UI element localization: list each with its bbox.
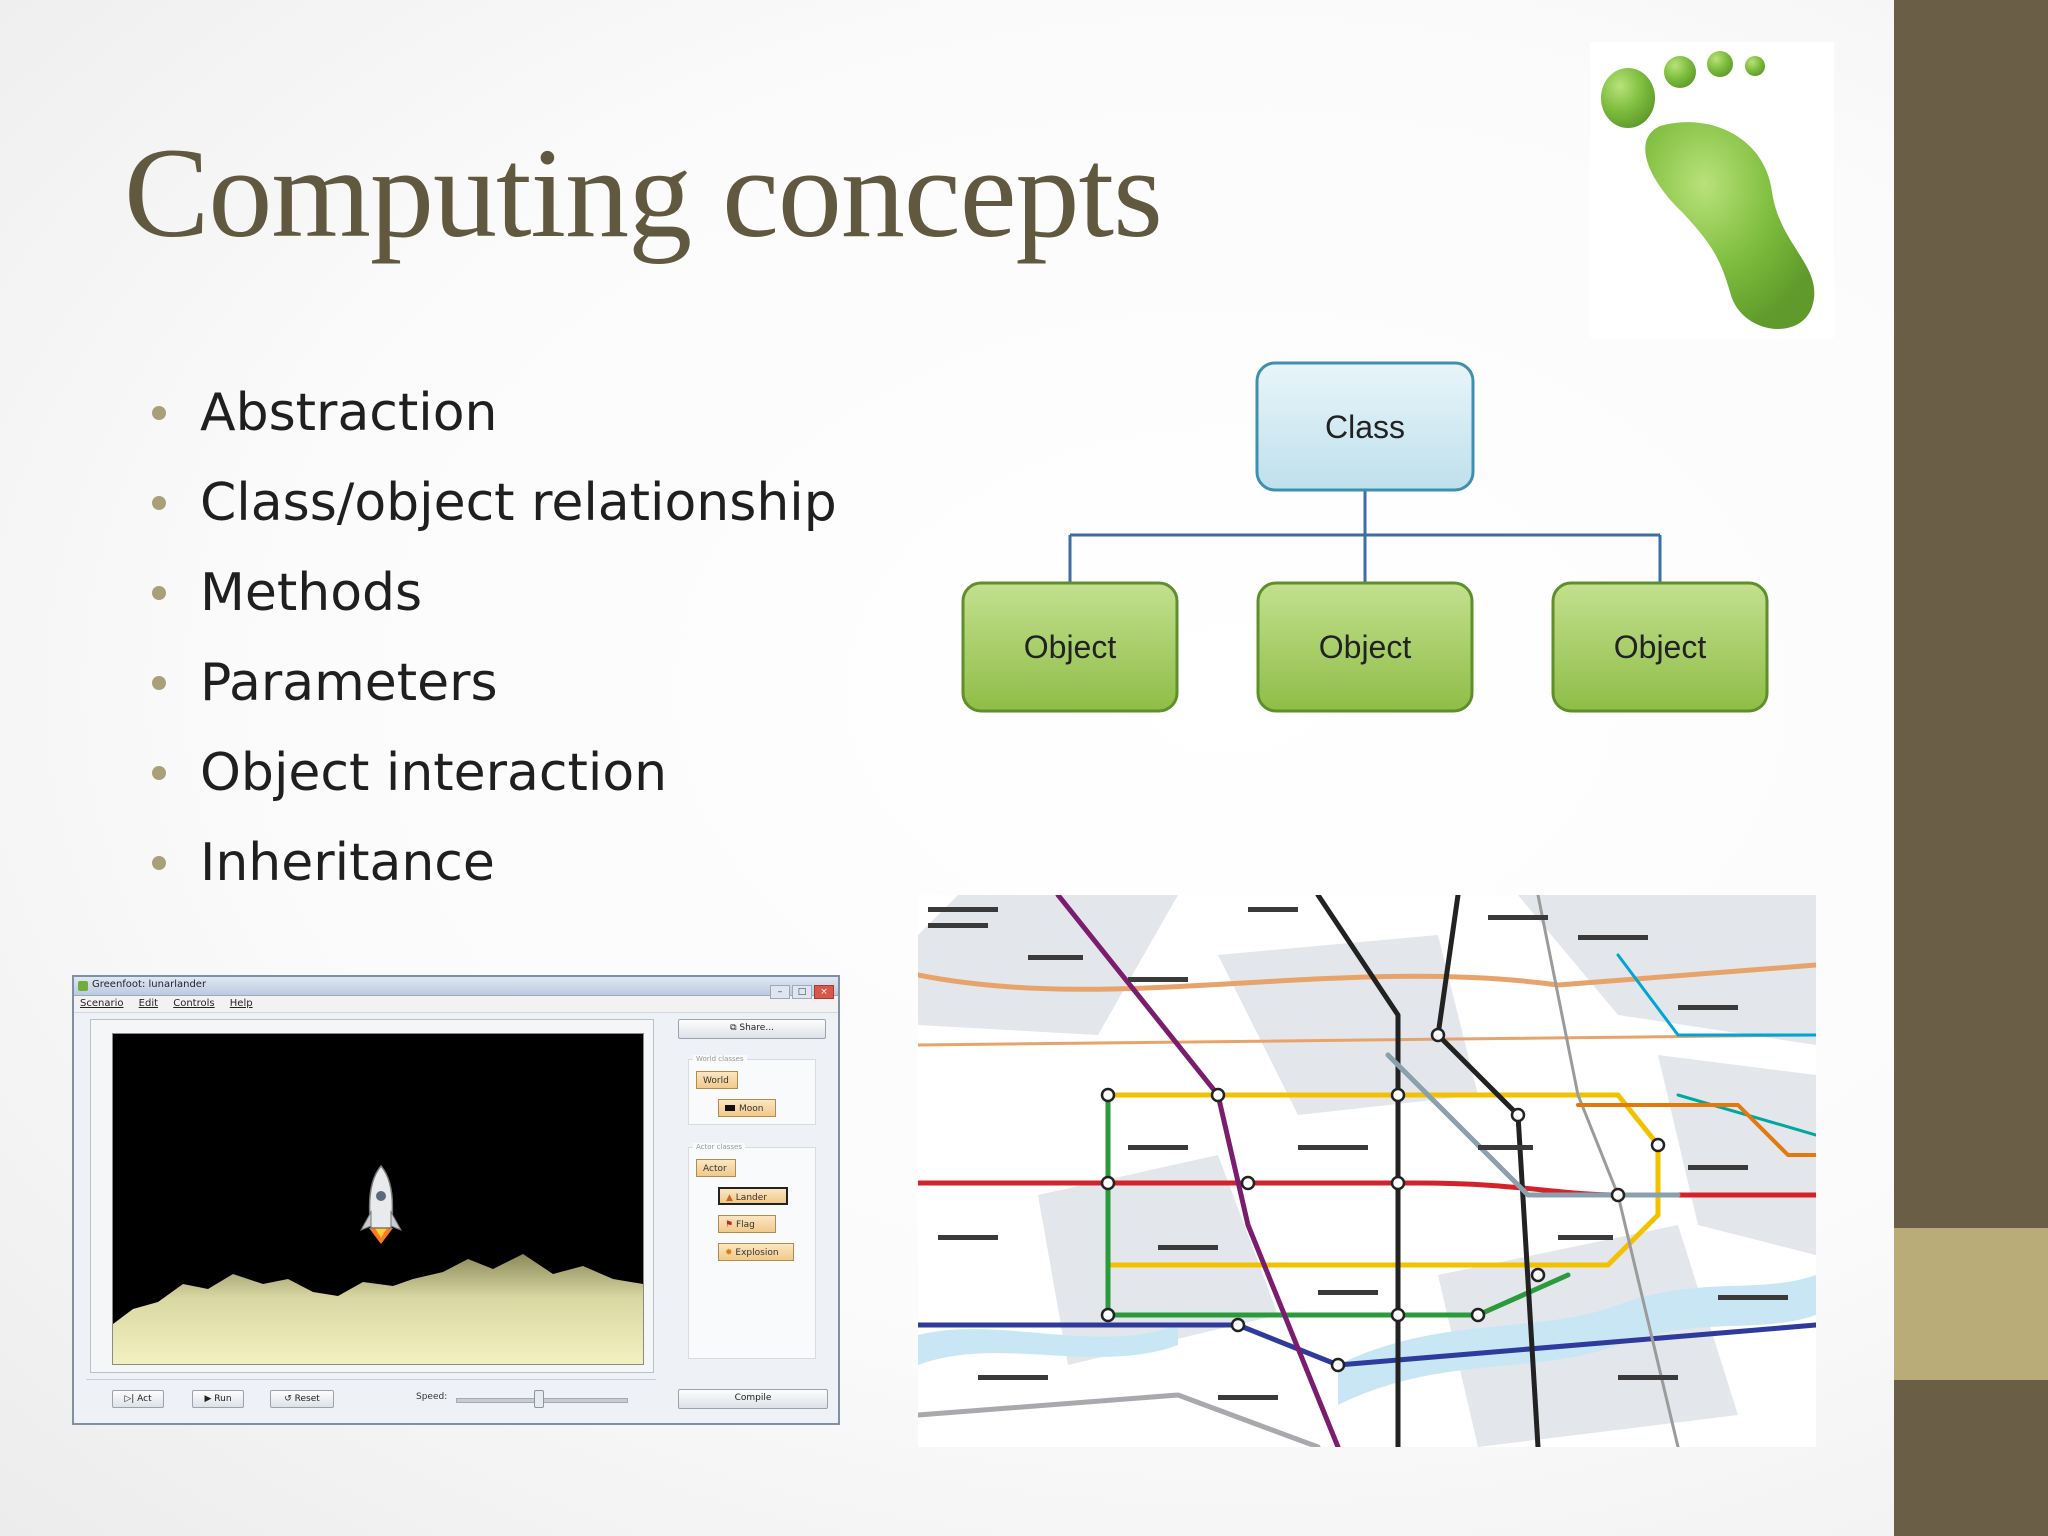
- maximize-button[interactable]: □: [792, 985, 812, 999]
- control-bar: ▷| Act ▶ Run ↺ Reset Speed:: [86, 1379, 656, 1412]
- explosion-class-label: Explosion: [735, 1248, 779, 1258]
- act-label: Act: [137, 1394, 152, 1404]
- bullet-list: Abstraction Class/object relationship Me…: [150, 368, 837, 908]
- slide-title: Computing concepts: [124, 122, 1163, 264]
- menu-controls[interactable]: Controls: [173, 998, 215, 1009]
- lander-thumbnail-icon: ▲: [726, 1193, 733, 1203]
- share-label: Share...: [739, 1023, 774, 1033]
- actor-classes-caption: Actor classes: [693, 1143, 745, 1151]
- moon-class-box[interactable]: Moon: [718, 1099, 776, 1117]
- moon-class-label: Moon: [739, 1104, 764, 1114]
- flag-class-label: Flag: [735, 1220, 755, 1230]
- object-node-label: Object: [1614, 629, 1707, 665]
- bullet-item: Inheritance: [150, 818, 837, 908]
- bullet-dot: [152, 496, 166, 510]
- world-class-box[interactable]: World: [696, 1071, 738, 1089]
- bullet-text: Class/object relationship: [200, 473, 837, 533]
- bullet-dot: [152, 856, 166, 870]
- slide: Computing concepts Abstraction Class/obj…: [0, 0, 1894, 1536]
- menu-scenario[interactable]: Scenario: [80, 998, 124, 1009]
- flag-class-box[interactable]: ⚑ Flag: [718, 1215, 776, 1233]
- speed-label: Speed:: [416, 1392, 448, 1402]
- moon-thumbnail-icon: [725, 1105, 735, 1111]
- bullet-text: Object interaction: [200, 743, 668, 803]
- menu-edit[interactable]: Edit: [138, 998, 159, 1009]
- speed-slider-thumb[interactable]: [534, 1390, 544, 1408]
- bullet-item: Parameters: [150, 638, 837, 728]
- window-title: Greenfoot: lunarlander: [92, 979, 207, 990]
- sidebar-accent-band: [1894, 1228, 2048, 1380]
- reset-button[interactable]: ↺ Reset: [270, 1390, 334, 1408]
- world-view[interactable]: [112, 1033, 644, 1365]
- object-node: Object: [1256, 581, 1474, 713]
- class-node-label: Class: [1325, 409, 1405, 445]
- moon-terrain: [113, 1254, 643, 1364]
- reset-label: Reset: [294, 1394, 320, 1404]
- bullet-item: Class/object relationship: [150, 458, 837, 548]
- run-icon: ▶: [204, 1394, 212, 1404]
- share-button[interactable]: ⧉ Share...: [678, 1019, 826, 1039]
- greenfoot-window: Greenfoot: lunarlander –□× Scenario Edit…: [72, 975, 840, 1425]
- lander-rocket-icon: [359, 1164, 403, 1244]
- actor-class-box[interactable]: Actor: [696, 1159, 736, 1177]
- lander-class-box[interactable]: ▲ Lander: [718, 1187, 788, 1205]
- greenfoot-footprint-logo-icon: [1590, 42, 1834, 338]
- compile-button[interactable]: Compile: [678, 1389, 828, 1409]
- menu-bar: Scenario Edit Controls Help: [74, 996, 838, 1013]
- world-classes-caption: World classes: [693, 1055, 747, 1063]
- object-node: Object: [1551, 581, 1769, 713]
- menu-help[interactable]: Help: [229, 998, 253, 1009]
- bullet-dot: [152, 676, 166, 690]
- tube-map-picture: [918, 895, 1816, 1447]
- bullet-dot: [152, 406, 166, 420]
- object-node-label: Object: [1319, 629, 1412, 665]
- greenfoot-app-icon: [78, 981, 88, 991]
- bullet-text: Parameters: [200, 653, 498, 713]
- window-controls: –□×: [768, 979, 834, 999]
- connector-lines: [1068, 490, 1662, 583]
- class-object-diagram: Class Object Object Object: [950, 355, 1780, 725]
- run-button[interactable]: ▶ Run: [192, 1390, 244, 1408]
- bullet-text: Inheritance: [200, 833, 495, 893]
- window-titlebar: Greenfoot: lunarlander –□×: [74, 977, 838, 999]
- bullet-item: Abstraction: [150, 368, 837, 458]
- reset-icon: ↺: [284, 1394, 292, 1404]
- explosion-thumbnail-icon: ✸: [725, 1248, 733, 1258]
- close-button[interactable]: ×: [814, 985, 834, 999]
- minimize-button[interactable]: –: [770, 985, 790, 999]
- run-label: Run: [214, 1394, 232, 1404]
- bullet-dot: [152, 766, 166, 780]
- bullet-text: Methods: [200, 563, 423, 623]
- bullet-item: Methods: [150, 548, 837, 638]
- bullet-dot: [152, 586, 166, 600]
- bullet-item: Object interaction: [150, 728, 837, 818]
- lander-class-label: Lander: [735, 1193, 767, 1203]
- object-node-label: Object: [1024, 629, 1117, 665]
- object-node: Object: [961, 581, 1179, 713]
- share-icon: ⧉: [730, 1023, 737, 1033]
- class-panel: ⧉ Share... World classes World Moon Acto…: [678, 1019, 826, 1371]
- bullet-text: Abstraction: [200, 383, 498, 443]
- class-node: Class: [1255, 361, 1475, 492]
- act-button[interactable]: ▷| Act: [112, 1390, 164, 1408]
- explosion-class-box[interactable]: ✸ Explosion: [718, 1243, 794, 1261]
- act-icon: ▷|: [124, 1394, 135, 1404]
- flag-thumbnail-icon: ⚑: [725, 1220, 734, 1230]
